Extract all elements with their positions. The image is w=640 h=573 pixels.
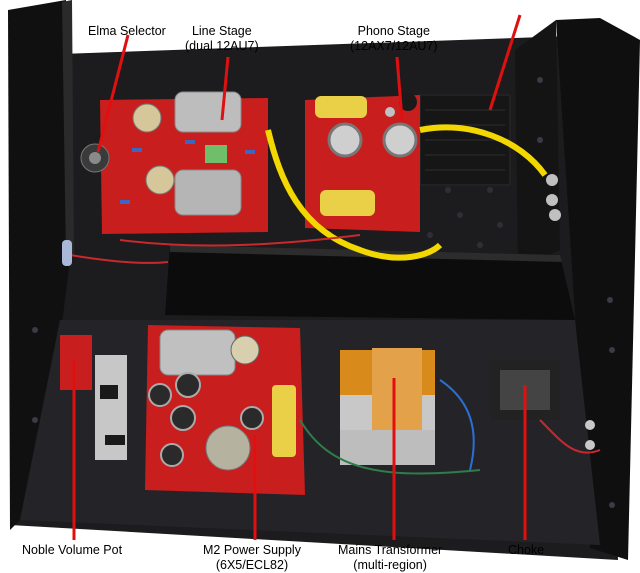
label-choke: Choke	[508, 543, 545, 557]
chassis-left-wall	[8, 0, 70, 530]
label-line-stage: Line Stage (dual 12AU7)	[185, 24, 259, 53]
chassis-right-wall	[556, 18, 640, 560]
label-noble-volume-pot: Noble Volume Pot	[22, 543, 123, 557]
label-elma-selector: Elma Selector	[88, 24, 166, 38]
line-stage-board	[100, 91, 268, 234]
callout-lines	[72, 14, 527, 540]
label-power-supply: M2 Power Supply (6X5/ECL82)	[203, 543, 301, 572]
label-mains-transformer: Mains Transformer (multi-region)	[338, 543, 443, 572]
phono-stage-board	[305, 93, 420, 232]
volume-pot-board	[60, 335, 127, 460]
elma-selector-part	[80, 143, 110, 173]
mains-transformer-part	[340, 348, 435, 465]
label-phono-stage: Phono Stage (12AX7/12AU7)	[350, 24, 438, 53]
chassis-divider	[165, 245, 575, 320]
power-supply-board	[145, 325, 305, 495]
